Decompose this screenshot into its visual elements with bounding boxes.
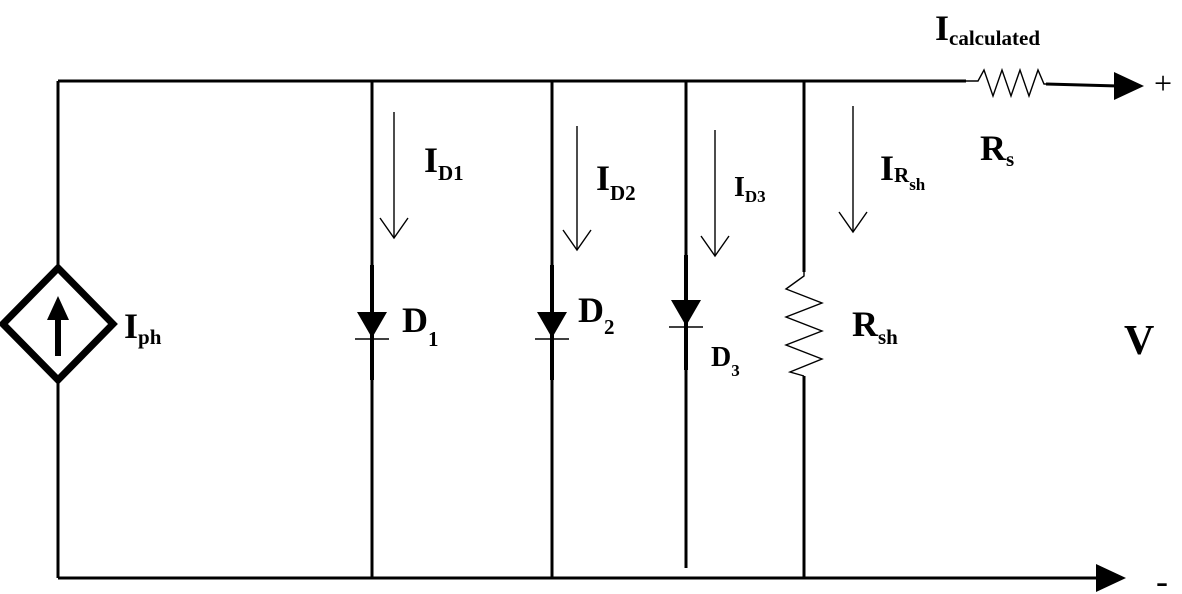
label-plus: + <box>1154 65 1172 101</box>
id2-arrow-icon <box>562 126 592 252</box>
source-arrow-head-icon <box>47 296 69 320</box>
rsh-resistor <box>784 272 824 377</box>
output-top-arrowhead <box>1114 72 1144 100</box>
id1-arrow-icon <box>379 112 409 240</box>
current-source <box>0 244 118 404</box>
label-d3: D3 <box>711 342 740 380</box>
output-top-line <box>1045 82 1119 88</box>
irsh-arrow-icon <box>838 106 868 234</box>
diode-d2 <box>535 265 569 380</box>
label-v: V <box>1124 318 1154 364</box>
label-rsh: Rsh <box>852 304 898 349</box>
diode-d1 <box>355 265 389 380</box>
diode-d3 <box>669 255 703 370</box>
output-bottom-arrowhead <box>1096 564 1126 592</box>
current-arrows <box>379 106 868 258</box>
output-arrows <box>1045 72 1144 592</box>
label-d1: D1 <box>402 300 439 351</box>
label-iph: Iph <box>124 306 162 349</box>
label-d2: D2 <box>578 290 615 339</box>
label-id3: ID3 <box>734 172 766 206</box>
label-rs: Rs <box>980 128 1014 171</box>
labels: Icalculated + - Rs ID1 ID2 ID3 IRsh Iph … <box>124 8 1172 594</box>
rs-resistor <box>966 67 1046 99</box>
label-id2: ID2 <box>596 158 636 205</box>
source-diamond <box>0 263 118 385</box>
label-i-calculated: Icalculated <box>935 8 1040 50</box>
label-id1: ID1 <box>424 140 464 185</box>
label-irsh: IRsh <box>880 148 926 194</box>
id3-arrow-icon <box>700 130 730 258</box>
label-minus: - <box>1156 561 1168 594</box>
